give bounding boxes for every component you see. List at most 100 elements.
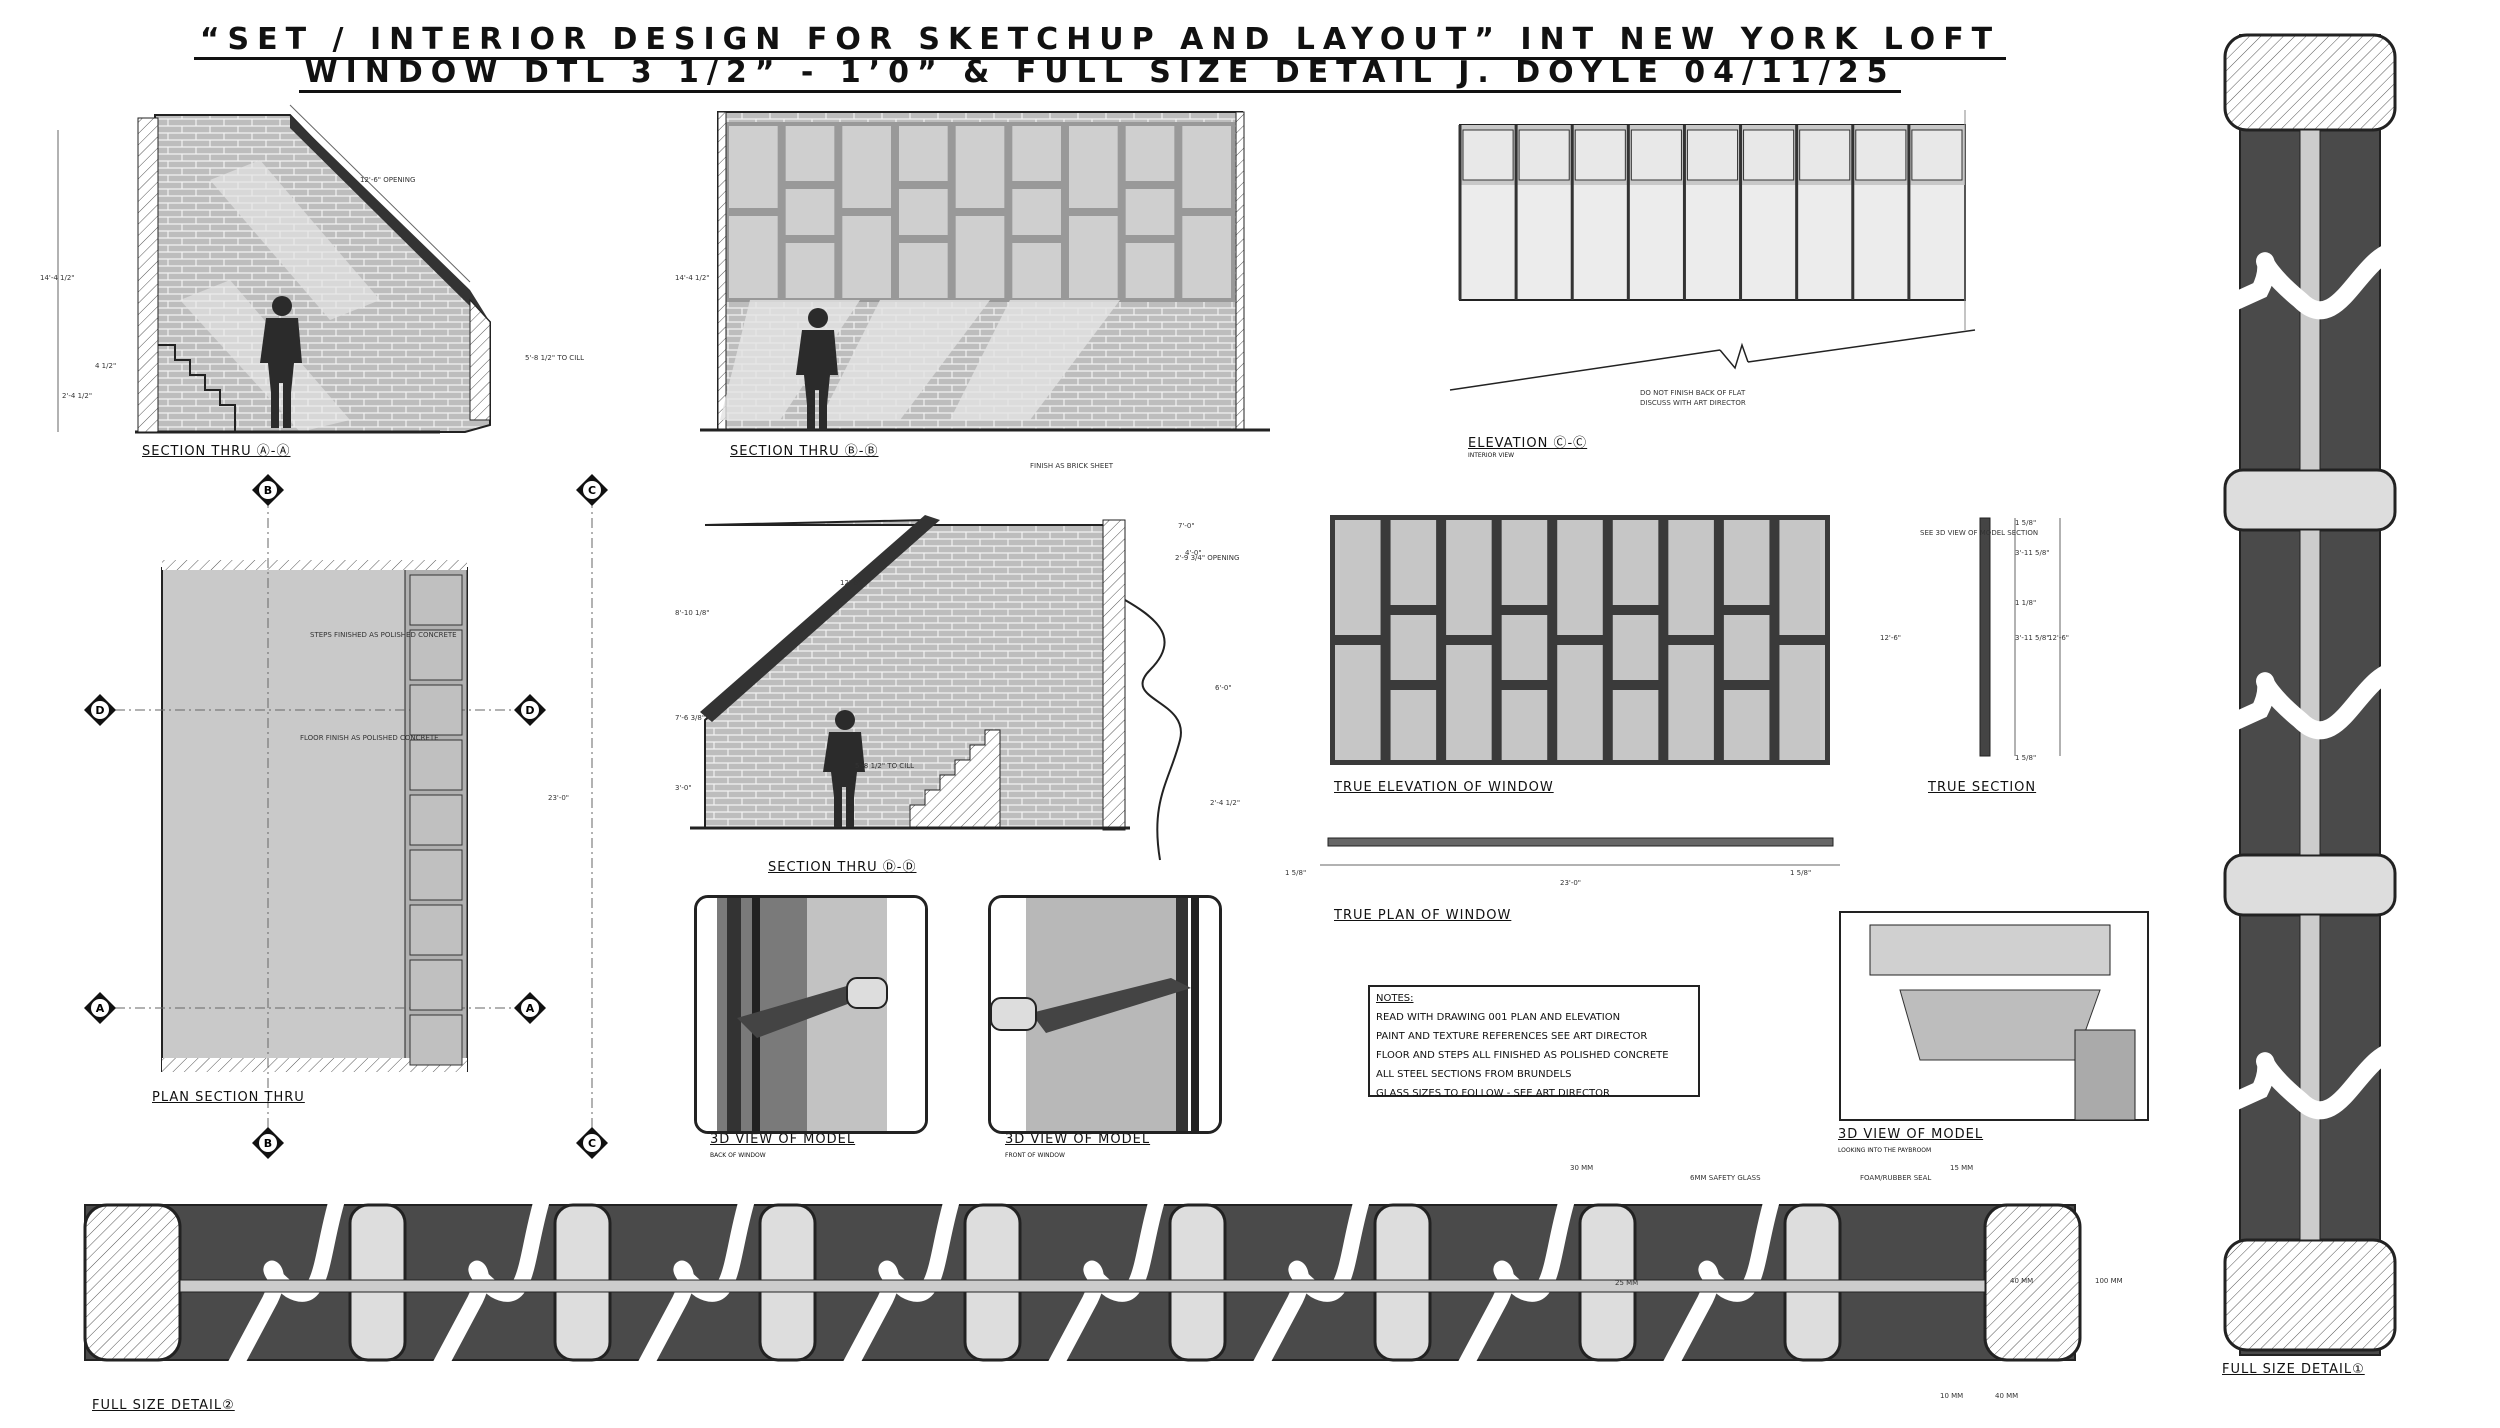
dim-text: 14'-4 1/2" [675, 274, 710, 282]
sub-3d-view-room: LOOKING INTO THE PAYBROOM [1838, 1147, 1932, 1154]
annotation: FLOOR FINISH AS POLISHED CONCRETE [300, 734, 439, 742]
label-true-section: TRUE SECTION [1928, 780, 2037, 795]
label-3d-view-room: 3D VIEW OF MODEL [1838, 1127, 1984, 1142]
sub-3d-view-back: BACK OF WINDOW [710, 1152, 766, 1159]
glass-pane [1779, 645, 1825, 760]
glass-pane [1335, 520, 1381, 635]
dim-text: 3'-11 5/8" [2015, 549, 2050, 557]
glass-pane [1462, 129, 1514, 181]
svg-text:D: D [525, 704, 534, 717]
glass-pane [1069, 216, 1118, 298]
glass-pane [1446, 520, 1492, 635]
section-marker-b: B [252, 474, 284, 506]
dim-text: 23'-0" [548, 794, 569, 802]
glass-pane [1182, 216, 1231, 298]
section-aa [57, 104, 491, 434]
sub-3d-view-front: FRONT OF WINDOW [1005, 1152, 1065, 1159]
dim-text: 30 MM [1570, 1164, 1593, 1172]
dim-text: 1 5/8" [1790, 869, 1811, 877]
glass-pane [955, 126, 1005, 208]
glass-pane [1125, 126, 1175, 181]
dim-text: 12'-6" [2048, 634, 2069, 642]
plan-pane [409, 794, 463, 846]
annotation: DISCUSS WITH ART DIRECTOR [1640, 399, 1746, 407]
glass-pane [1557, 520, 1603, 635]
glass-pane [1012, 243, 1061, 298]
dim-text: 25 MM [1615, 1279, 1638, 1287]
dim-text: 14'-4 1/2" [40, 274, 75, 282]
annotation: 12'-6" OPENING [360, 176, 415, 184]
label-full-size-2: FULL SIZE DETAIL② [92, 1398, 235, 1413]
dim-text: 100 MM [2095, 1277, 2123, 1285]
glass-pane [729, 216, 778, 298]
glass-pane [1723, 615, 1770, 680]
glass-pane [842, 126, 891, 208]
note-item: ALL STEEL SECTIONS FROM BRUNDELS [1376, 1069, 1572, 1080]
glass-pane [1911, 129, 1963, 181]
dim-text: 3'-0" [675, 784, 692, 792]
svg-text:C: C [588, 1137, 596, 1150]
plan-pane [409, 684, 463, 736]
glass-pane [1518, 129, 1570, 181]
annotation: SEE 3D VIEW OF MODEL SECTION [1920, 529, 2038, 537]
label-elevation-cc: ELEVATION Ⓒ-Ⓒ [1468, 436, 1588, 451]
glass-pane [899, 243, 948, 298]
plan-pane [409, 849, 463, 901]
label-true-elevation: TRUE ELEVATION OF WINDOW [1334, 780, 1554, 795]
plan-pane [409, 904, 463, 956]
glass-pane [1390, 615, 1437, 680]
dim-text: 2'-4 1/2" [62, 392, 92, 400]
glass-pane [1612, 615, 1659, 680]
glass-pane [1069, 126, 1118, 208]
section-marker-a: A [514, 992, 546, 1024]
plan-pane [409, 959, 463, 1011]
glass-pane [1668, 645, 1714, 760]
dim-text: 40 MM [1995, 1392, 2018, 1400]
glass-pane [1390, 520, 1437, 605]
section-marker-d: D [514, 694, 546, 726]
dim-text: 15 MM [1950, 1164, 1973, 1172]
plan-pane [409, 739, 463, 791]
annotation: FOAM/RUBBER SEAL [1860, 1174, 1931, 1182]
glass-pane [955, 216, 1005, 298]
glass-pane [1743, 129, 1795, 181]
dim-text: 5'-8 1/2" TO CILL [525, 354, 584, 362]
label-section-aa: SECTION THRU Ⓐ-Ⓐ [142, 444, 291, 459]
dim-text: 7'-6 3/8" [675, 714, 705, 722]
note-item: READ WITH DRAWING 001 PLAN AND ELEVATION [1376, 1012, 1621, 1023]
glass-pane [1125, 243, 1175, 298]
sub-elevation-cc: INTERIOR VIEW [1468, 452, 1515, 459]
note-item: PAINT AND TEXTURE REFERENCES SEE ART DIR… [1376, 1031, 1648, 1042]
full-size-detail-horizontal [83, 1187, 2082, 1379]
svg-text:D: D [95, 704, 104, 717]
svg-text:B: B [264, 1137, 272, 1150]
label-3d-view-front: 3D VIEW OF MODEL [1005, 1132, 1151, 1147]
section-marker-d: D [84, 694, 116, 726]
glass-pane [1799, 129, 1851, 181]
glass-pane [785, 189, 835, 235]
glass-pane [1501, 615, 1548, 680]
dim-text: 6'-0" [1215, 684, 1232, 692]
dim-text: 4'-0" [1185, 549, 1202, 557]
window-3d-back-icon [697, 898, 925, 1131]
glass-pane [899, 126, 948, 181]
section-marker-c: C [576, 474, 608, 506]
glass-pane [1501, 520, 1548, 605]
dim-text: 12'-6" [1880, 634, 1901, 642]
label-true-plan: TRUE PLAN OF WINDOW [1334, 908, 1512, 923]
glass-pane [785, 126, 835, 181]
section-marker-a: A [84, 992, 116, 1024]
section-dd [690, 515, 1182, 861]
dim-text: 7'-0" [1178, 522, 1195, 530]
annotation: FINISH AS BRICK SHEET [1030, 462, 1114, 470]
sheet-title-line1: “SET / INTERIOR DESIGN FOR SKETCHUP AND … [0, 22, 2200, 60]
dim-text: 1 1/8" [2015, 599, 2036, 607]
annotation: 6MM SAFETY GLASS [1690, 1174, 1761, 1182]
glass-pane [1446, 645, 1492, 760]
glass-pane [1125, 189, 1175, 235]
view3d-back-frame [694, 895, 928, 1134]
section-marker-c: C [576, 1127, 608, 1159]
true-elevation [1330, 515, 1830, 765]
label-full-size-1: FULL SIZE DETAIL① [2222, 1362, 2365, 1377]
